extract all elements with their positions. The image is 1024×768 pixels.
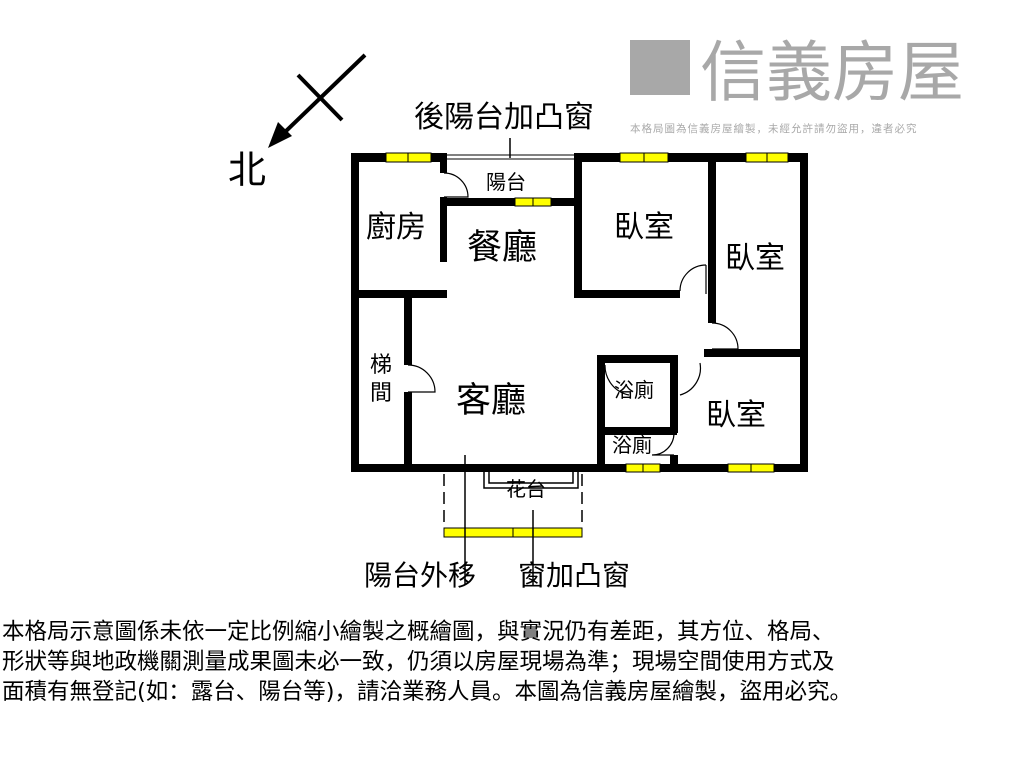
label-planter: 花台 [506,477,546,501]
label-stair-2: 間 [370,381,392,406]
label-bedroom-1: 臥室 [614,210,674,245]
label-bedroom-3: 臥室 [706,398,766,433]
watermark: 信義房屋 本格局圖為信義房屋繪製，未經允許請勿盜用，違者必究 [630,34,964,135]
watermark-notice: 本格局圖為信義房屋繪製，未經允許請勿盜用，違者必究 [630,122,918,135]
label-balcony: 陽台 [486,170,526,194]
label-living: 客廳 [456,381,526,421]
label-kitchen: 廚房 [366,210,426,245]
watermark-brand: 信義房屋 [700,34,964,111]
walls [351,138,808,472]
label-balcony-moved: 陽台外移 [364,559,476,592]
label-bath-2: 浴廁 [612,433,652,457]
windows [385,152,789,538]
disclaimer-line: 本格局示意圖係未依一定比例縮小繪製之概繪圖，與實況仍有差距，其方位、格局、 [2,619,835,645]
label-stair-1: 梯 [370,353,392,378]
label-bay-window: 窗加凸窗 [518,559,630,592]
disclaimer-line: 形狀等與地政機關測量成果圖未必一致，仍須以房屋現場為準；現場空間使用方式及 [2,649,835,675]
balcony-extension [443,455,583,585]
north-arrow-icon [268,53,367,148]
label-dining: 餐廳 [467,228,537,268]
disclaimer-line: 面積有無登記(如：露台、陽台等)，請洽業務人員。本圖為信義房屋繪製，盜用必究。 [2,679,853,705]
label-bath-1: 浴廁 [614,378,654,402]
disclaimer: 本格局示意圖係未依一定比例縮小繪製之概繪圖，與實況仍有差距，其方位、格局、 形狀… [2,617,1022,707]
compass-label: 北 [228,148,266,192]
label-bedroom-2: 臥室 [725,241,785,276]
label-rear-balcony-window: 後陽台加凸窗 [414,100,594,135]
room-labels: 後陽台加凸窗 陽台 廚房 餐廳 臥室 臥室 臥室 梯 間 客廳 浴廁 浴廁 花台… [364,100,785,592]
doors [407,172,739,456]
watermark-logo-icon [630,40,690,95]
